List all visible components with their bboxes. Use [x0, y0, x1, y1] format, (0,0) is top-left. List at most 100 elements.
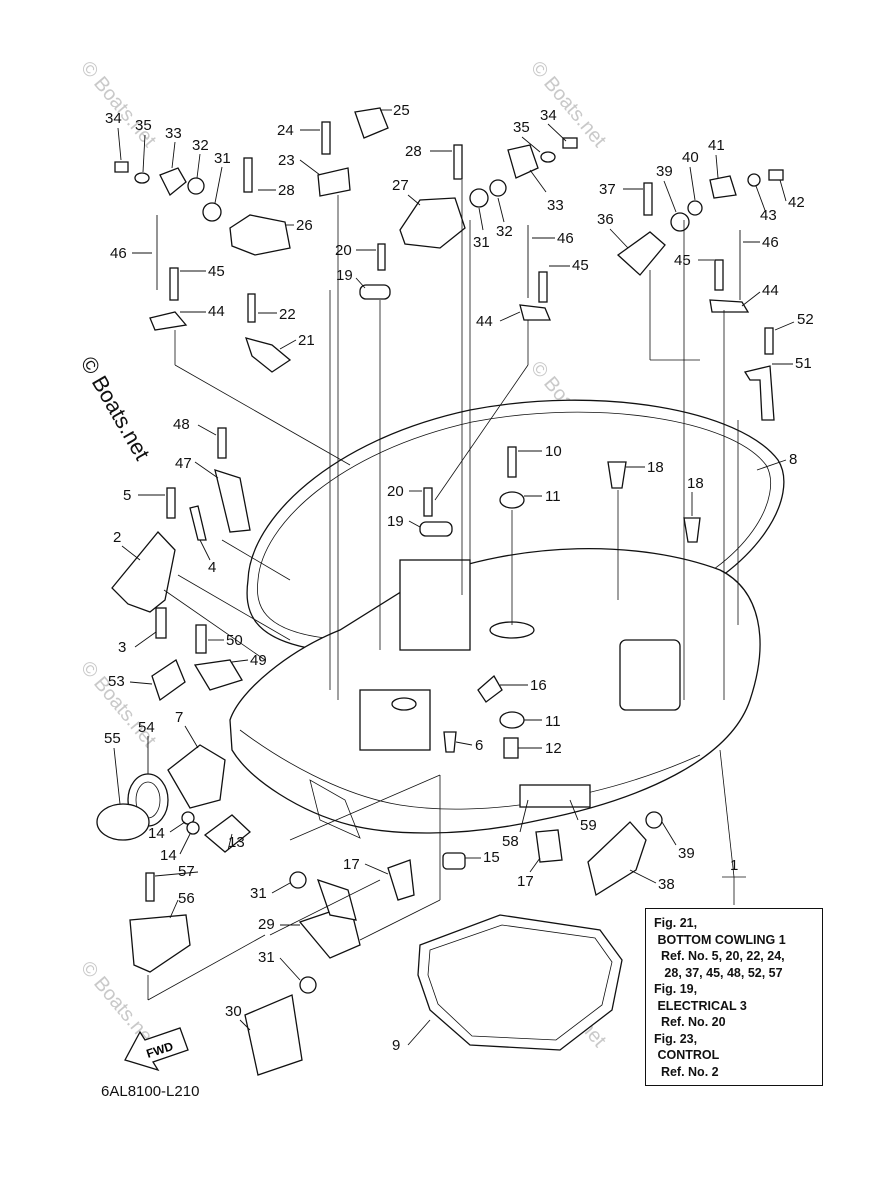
- callout-46-right: 46: [762, 234, 779, 251]
- callout-3: 3: [118, 639, 126, 656]
- callout-1: 1: [730, 857, 738, 874]
- callout-40: 40: [682, 149, 699, 166]
- callout-11-top: 11: [545, 488, 561, 505]
- callout-14-a: 14: [148, 825, 165, 842]
- callout-2: 2: [113, 529, 121, 546]
- callout-39-low: 39: [678, 845, 695, 862]
- callout-11-low: 11: [545, 713, 561, 730]
- reference-line: Ref. No. 2: [654, 1064, 719, 1079]
- reference-line: Ref. No. 20: [654, 1015, 726, 1029]
- callout-34-right: 34: [540, 107, 557, 124]
- callouts: 34 35 33 32 31 28 26 24 25 23 28 27 20 1…: [104, 102, 814, 1054]
- reference-line: BOTTOM COWLING 1: [654, 932, 786, 947]
- callout-5: 5: [123, 487, 131, 504]
- callout-45-left: 45: [208, 263, 225, 280]
- callout-41: 41: [708, 137, 725, 154]
- callout-32-left: 32: [192, 137, 209, 154]
- callout-31-low-b: 31: [258, 949, 275, 966]
- callout-14-b: 14: [160, 847, 177, 864]
- callout-54: 54: [138, 719, 155, 736]
- callout-28-center: 28: [405, 143, 422, 160]
- reference-line: Fig. 23,: [654, 1031, 698, 1046]
- watermark-main: © Boats.net: [76, 352, 155, 464]
- small-parts: [96, 107, 784, 1076]
- callout-22: 22: [279, 306, 296, 323]
- callout-42: 42: [788, 194, 805, 211]
- callout-25: 25: [393, 102, 410, 119]
- callout-44-left: 44: [208, 303, 225, 320]
- callout-44-right: 44: [762, 282, 779, 299]
- callout-31-left: 31: [214, 150, 231, 167]
- callout-30: 30: [225, 1003, 242, 1020]
- callout-17-b: 17: [517, 873, 534, 890]
- callout-48: 48: [173, 416, 190, 433]
- callout-27: 27: [392, 177, 409, 194]
- callout-24: 24: [277, 122, 294, 139]
- callout-19-top: 19: [336, 267, 353, 284]
- callout-13: 13: [228, 834, 245, 851]
- callout-8: 8: [789, 451, 797, 468]
- callout-18-a: 18: [647, 459, 664, 476]
- callout-58: 58: [502, 833, 519, 850]
- callout-20-top: 20: [335, 242, 352, 259]
- callout-33-right: 33: [547, 197, 564, 214]
- reference-line: Ref. No. 5, 20, 22, 24,: [654, 949, 785, 963]
- callout-7: 7: [175, 709, 183, 726]
- callout-47: 47: [175, 455, 192, 472]
- reference-box: Fig. 21, BOTTOM COWLING 1 Ref. No. 5, 20…: [645, 908, 823, 1086]
- callout-19-mid: 19: [387, 513, 404, 530]
- diagram-part-code: 6AL8100-L210: [101, 1083, 200, 1100]
- callout-18-b: 18: [687, 475, 704, 492]
- callout-12: 12: [545, 740, 562, 757]
- watermark: © Boats.net: [76, 57, 160, 152]
- bottom-seal: [417, 914, 623, 1051]
- callout-4: 4: [208, 559, 216, 576]
- callout-45-mid: 45: [572, 257, 589, 274]
- callout-38: 38: [658, 876, 675, 893]
- callout-39-top: 39: [656, 163, 673, 180]
- reference-line: ELECTRICAL 3: [654, 998, 747, 1013]
- reference-line: Fig. 21,: [654, 916, 698, 930]
- callout-46-mid: 46: [557, 230, 574, 247]
- callout-35-right: 35: [513, 119, 530, 136]
- callout-26: 26: [296, 217, 313, 234]
- callout-51: 51: [795, 355, 812, 372]
- callout-28-left: 28: [278, 182, 295, 199]
- callout-50: 50: [226, 632, 243, 649]
- reference-line: Fig. 19,: [654, 982, 698, 996]
- callout-29: 29: [258, 916, 275, 933]
- callout-32-right: 32: [496, 223, 513, 240]
- assembly-lines: [147, 180, 746, 1001]
- callout-6: 6: [475, 737, 483, 754]
- callout-9: 9: [392, 1037, 400, 1054]
- callout-10: 10: [545, 443, 562, 460]
- callout-55: 55: [104, 730, 121, 747]
- callout-15: 15: [483, 849, 500, 866]
- callout-17-a: 17: [343, 856, 360, 873]
- callout-46-left: 46: [110, 245, 127, 262]
- callout-16: 16: [530, 677, 547, 694]
- callout-53: 53: [108, 673, 125, 690]
- callout-44-mid: 44: [476, 313, 493, 330]
- fwd-arrow-icon: FWD: [124, 1027, 189, 1072]
- reference-line: 28, 37, 45, 48, 52, 57: [654, 965, 783, 980]
- callout-21: 21: [298, 332, 315, 349]
- callout-36: 36: [597, 211, 614, 228]
- reference-line: CONTROL: [654, 1048, 720, 1062]
- callout-56: 56: [178, 890, 195, 907]
- callout-49: 49: [250, 652, 267, 669]
- callout-31-right: 31: [473, 234, 490, 251]
- callout-23: 23: [278, 152, 295, 169]
- callout-35-left: 35: [135, 117, 152, 134]
- callout-57: 57: [178, 863, 195, 880]
- callout-37: 37: [599, 181, 616, 198]
- callout-45-right: 45: [674, 252, 691, 269]
- callout-59: 59: [580, 817, 597, 834]
- callout-43: 43: [760, 207, 777, 224]
- callout-52: 52: [797, 311, 814, 328]
- callout-33-left: 33: [165, 125, 182, 142]
- callout-20-mid: 20: [387, 483, 404, 500]
- callout-31-low-a: 31: [250, 885, 267, 902]
- callout-34-left: 34: [105, 110, 122, 127]
